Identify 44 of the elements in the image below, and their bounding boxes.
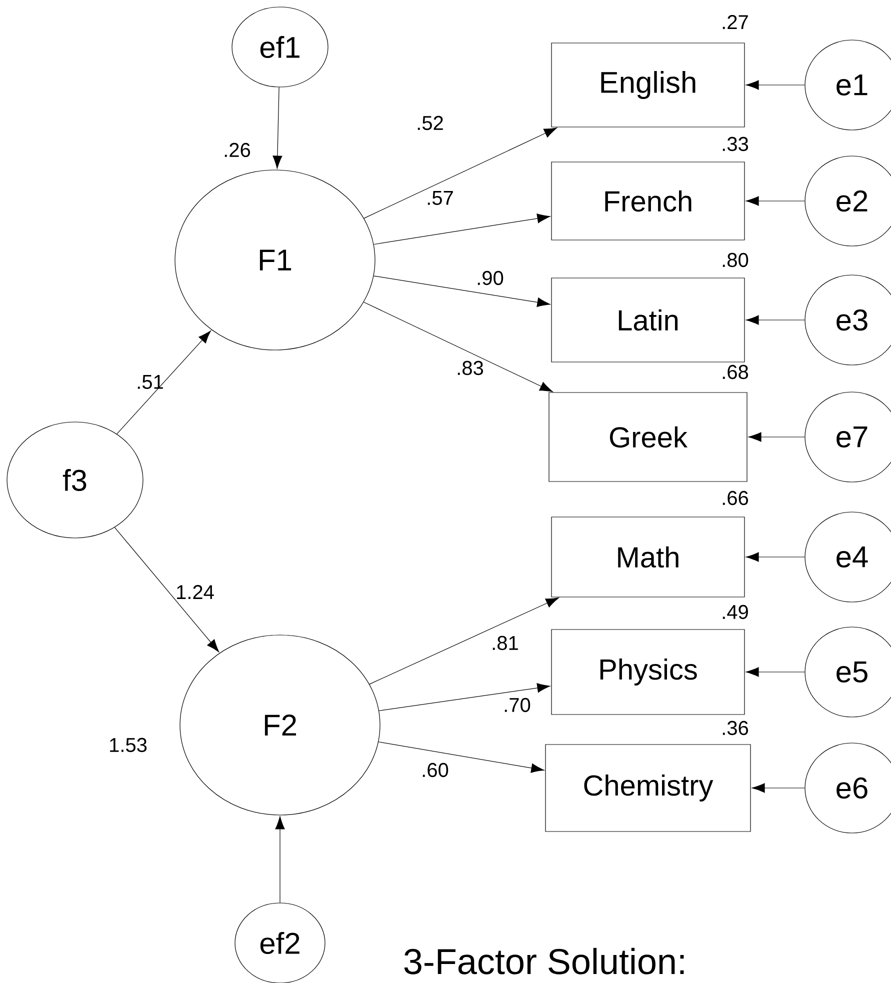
value-label: .68 — [722, 364, 748, 380]
arrow — [748, 432, 805, 442]
arrow — [363, 302, 553, 392]
arrow — [373, 214, 550, 245]
value-label: .33 — [722, 136, 748, 152]
arrow — [746, 196, 805, 206]
arrow — [746, 667, 805, 677]
value-label: .49 — [722, 604, 748, 620]
value-label: .80 — [722, 252, 748, 268]
edge-label: .81 — [492, 636, 518, 650]
edge-label: .52 — [418, 116, 443, 130]
arrow — [364, 128, 558, 219]
edge-label: .70 — [504, 698, 530, 712]
edge-label: .51 — [138, 375, 163, 389]
arrow — [373, 276, 550, 308]
arrow — [378, 742, 544, 773]
arrow — [746, 552, 805, 562]
observed-box: Chemistry — [545, 744, 751, 832]
value-label: .36 — [722, 720, 748, 736]
observed-box: Physics — [551, 629, 745, 715]
arrow — [369, 598, 559, 684]
arrow — [275, 816, 285, 903]
edge-label: .90 — [478, 270, 504, 286]
value-label: .27 — [722, 15, 748, 29]
observed-box: Latin — [551, 278, 745, 362]
arrow — [272, 87, 282, 169]
arrow — [378, 683, 550, 712]
observed-box: English — [551, 42, 745, 128]
observed-box: French — [551, 162, 745, 240]
edge-label: 1.24 — [177, 585, 214, 599]
value-label: 1.53 — [110, 738, 147, 752]
edge-label: .83 — [458, 360, 484, 376]
arrow — [746, 315, 805, 325]
observed-box: Math — [551, 516, 745, 598]
observed-box: Greek — [548, 392, 748, 482]
edge-label: .60 — [422, 762, 448, 778]
value-label: .66 — [722, 490, 748, 506]
value-label: .26 — [224, 142, 250, 158]
title: 3-Factor Solution: — [404, 948, 684, 974]
arrow — [114, 527, 220, 652]
edge-label: .57 — [428, 191, 453, 205]
arrow — [752, 783, 805, 793]
arrow — [116, 330, 211, 434]
arrow — [746, 80, 805, 90]
